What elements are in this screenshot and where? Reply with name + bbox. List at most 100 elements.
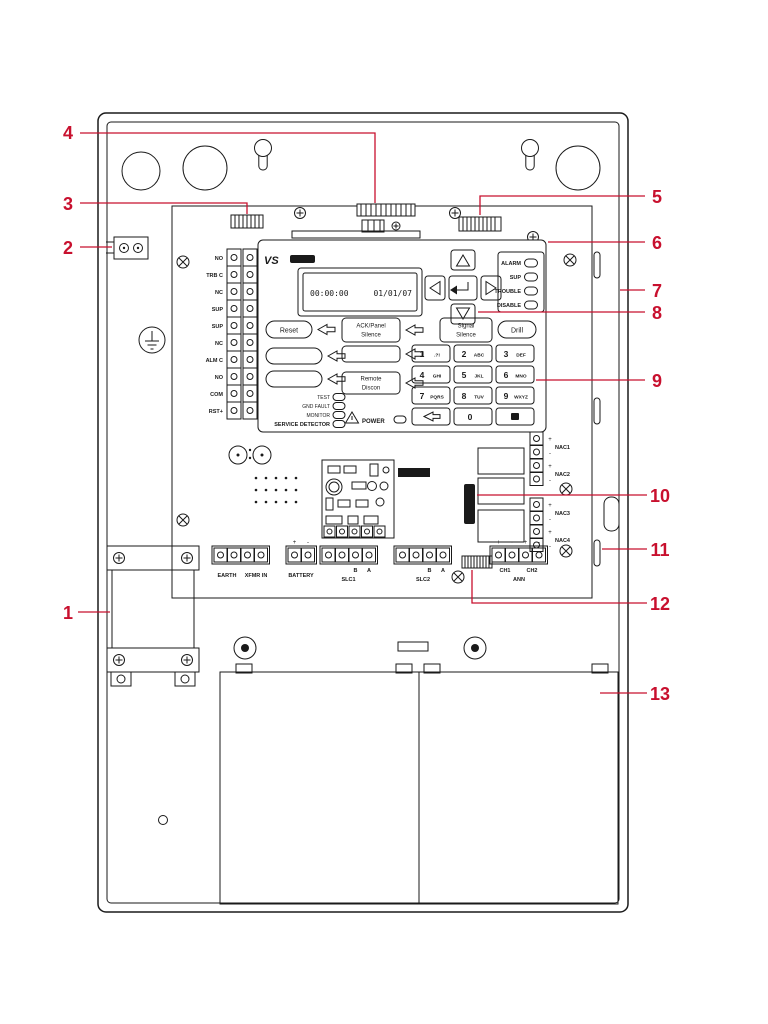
right-arrow-key (480, 275, 502, 301)
lcd-time: 00:00:00 (310, 289, 349, 298)
key-1: 1.?! (411, 344, 451, 363)
svg-text:Reset: Reset (280, 328, 298, 335)
polarity-mark: + (524, 540, 528, 546)
gnd-fault-led (332, 402, 346, 410)
relay-terminal-label: NC (215, 290, 223, 296)
relay (477, 447, 525, 475)
svg-text:6: 6 (652, 233, 662, 253)
service-detector-led (332, 420, 346, 428)
ack-panel-silence-button: ACK/Panel Silence (341, 317, 401, 343)
field-terminal-block: EARTH XFMR IN + - BATTERY B A SLC1 B A S… (211, 540, 548, 583)
disable-led-label: DISABLE (497, 303, 521, 309)
polarity-mark: - (549, 478, 551, 484)
battery-tab (395, 663, 413, 674)
warning-triangle-icon (344, 411, 360, 424)
keyhole-mount-icon (254, 139, 272, 171)
polarity-mark: + (497, 540, 501, 546)
relay-terminal-label: NC (215, 341, 223, 347)
svg-text:.?!: .?! (434, 353, 440, 359)
ann-label: ANN (513, 577, 525, 583)
signal-silence-button: Signal Silence (439, 317, 493, 343)
ribbon-connector (458, 216, 502, 232)
svg-text:13: 13 (650, 684, 670, 704)
enter-key-bottom (495, 407, 535, 426)
screw-icon (559, 482, 573, 496)
relay (477, 477, 525, 505)
keyhole-mount-icon (521, 139, 539, 171)
svg-text:1: 1 (420, 349, 425, 359)
slc-a-label: A (367, 568, 371, 574)
ac-input-connector (106, 236, 149, 260)
polarity-mark: - (538, 540, 540, 546)
xfmr-in-label: XFMR IN (245, 573, 268, 579)
svg-text:TUV: TUV (474, 395, 484, 401)
alarm-led-label: ALARM (501, 261, 521, 267)
top-pin-connector (356, 203, 416, 233)
relay-terminal-label: COM (210, 392, 223, 398)
relay-terminal-label: NO (215, 375, 224, 381)
screw-icon (451, 570, 465, 584)
left-arrow-icon (404, 324, 424, 336)
svg-text:1: 1 (63, 603, 73, 623)
wall-slot (593, 251, 601, 279)
callout-7: 7 (620, 281, 662, 301)
ann-ch1-label: CH1 (499, 568, 510, 574)
battery-area (219, 636, 619, 905)
svg-text:GHI: GHI (433, 374, 442, 380)
svg-text:PQRS: PQRS (430, 395, 444, 401)
wall-slot (593, 397, 601, 425)
trouble-led-label: TROUBLE (494, 289, 521, 295)
screw-icon (391, 221, 401, 231)
relay-terminal-label: RST+ (209, 409, 223, 415)
svg-text:9: 9 (652, 371, 662, 391)
screw-icon (113, 654, 125, 666)
callout-4: 4 (63, 123, 376, 203)
reset-button: Reset (265, 320, 313, 339)
svg-text:6: 6 (504, 370, 509, 380)
relay-terminal-label: SUP (212, 324, 224, 330)
svg-text:8: 8 (652, 303, 662, 323)
callout-8: 8 (478, 303, 662, 323)
callout-9: 9 (536, 371, 662, 391)
terminal-screws (230, 254, 254, 414)
screw-icon (563, 253, 577, 267)
power-led-label: POWER (362, 419, 385, 425)
knockout-circle (121, 151, 161, 191)
callout-11: 11 (602, 540, 670, 560)
blank-button (265, 370, 323, 388)
blank-button (341, 345, 401, 363)
slc-b-label: B (354, 568, 358, 574)
svg-text:11: 11 (650, 540, 669, 560)
relay-terminal-label: TRB C (206, 273, 223, 279)
left-arrow-icon (326, 350, 346, 362)
sup-led-label: SUP (510, 275, 522, 281)
relay-terminal-label: ALM C (206, 358, 223, 364)
polarity-mark: - (549, 451, 551, 457)
sup-led (524, 272, 538, 282)
service-detector-led-label: SERVICE DETECTOR (274, 422, 330, 428)
screw-icon (176, 255, 190, 269)
relay-terminal-block: NO TRB C NC SUP SUP NC ALM C NO COM RST+ (206, 248, 258, 420)
callout-10: 10 (477, 486, 670, 506)
annunciator-connector (461, 555, 493, 569)
svg-text:2: 2 (63, 238, 73, 258)
svg-text:Drill: Drill (511, 328, 523, 335)
battery-tab (423, 663, 441, 674)
drill-button: Drill (497, 320, 537, 339)
enter-key (448, 275, 478, 301)
nav-keys (424, 249, 502, 325)
callout-12: 12 (471, 570, 670, 614)
left-arrow-icon (316, 323, 336, 336)
svg-text:5: 5 (462, 370, 467, 380)
screw-icon (181, 552, 193, 564)
polarity-mark: - (511, 540, 513, 546)
dark-component (398, 468, 430, 477)
test-led (332, 393, 346, 401)
monitor-led (332, 411, 346, 419)
